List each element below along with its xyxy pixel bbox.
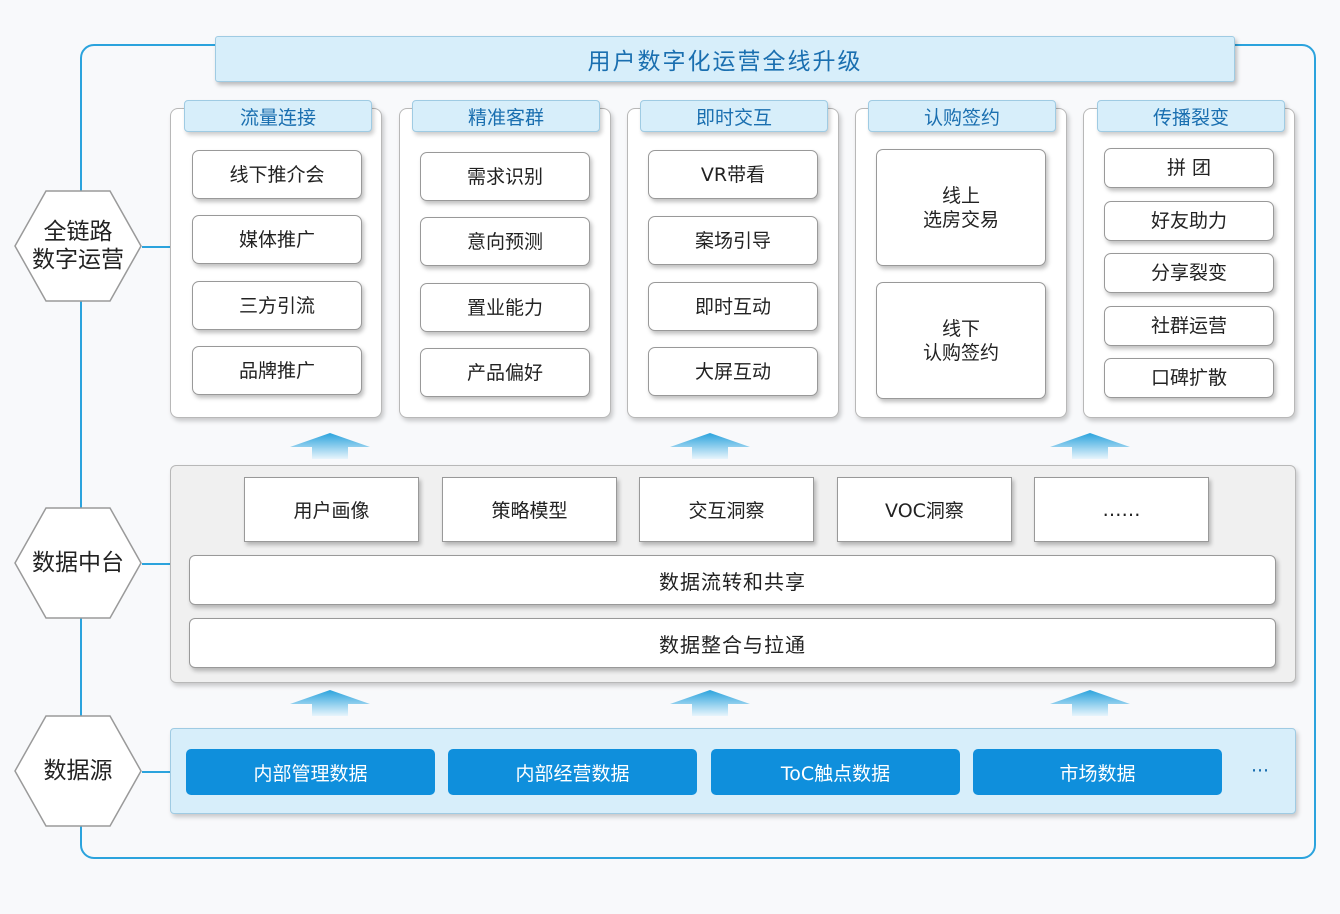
more-sources-ellipsis: ···	[1250, 760, 1270, 782]
platform-module: VOC洞察	[837, 477, 1012, 542]
layer-hex-middle: 数据中台	[14, 507, 142, 619]
up-arrow-icon	[290, 433, 370, 459]
column-item: 媒体推广	[192, 215, 362, 264]
layer-hex-bottom: 数据源	[14, 715, 142, 827]
connector-middle	[142, 563, 172, 565]
column-item: 品牌推广	[192, 346, 362, 395]
platform-module: ……	[1034, 477, 1209, 542]
platform-bar: 数据整合与拉通	[189, 618, 1276, 668]
column-item: 置业能力	[420, 283, 590, 332]
source-item: 市场数据	[973, 749, 1222, 795]
column-item: 分享裂变	[1104, 253, 1274, 293]
connector-top	[142, 246, 172, 248]
column-item: 即时互动	[648, 282, 818, 331]
platform-module: 交互洞察	[639, 477, 814, 542]
platform-module: 用户画像	[244, 477, 419, 542]
column-title: 认购签约	[868, 100, 1056, 132]
hexagon-shape	[14, 715, 142, 827]
column-item: 口碑扩散	[1104, 358, 1274, 398]
source-item: ToC触点数据	[711, 749, 960, 795]
column-item: VR带看	[648, 150, 818, 199]
column-item: 社群运营	[1104, 306, 1274, 346]
column-item: 需求识别	[420, 152, 590, 201]
column-item: 案场引导	[648, 216, 818, 265]
column-title: 即时交互	[640, 100, 828, 132]
platform-module: 策略模型	[442, 477, 617, 542]
source-item: 内部管理数据	[186, 749, 435, 795]
hexagon-shape	[14, 190, 142, 302]
column-title: 流量连接	[184, 100, 372, 132]
column-item: 线上 选房交易	[876, 149, 1046, 266]
column-item: 线下 认购签约	[876, 282, 1046, 399]
source-item: 内部经营数据	[448, 749, 697, 795]
column-item: 意向预测	[420, 217, 590, 266]
up-arrow-icon	[670, 690, 750, 716]
layer-label-middle: 数据中台	[32, 550, 124, 576]
banner-title: 用户数字化运营全线升级	[215, 36, 1235, 82]
up-arrow-icon	[290, 690, 370, 716]
column-title: 传播裂变	[1097, 100, 1285, 132]
column-item: 线下推介会	[192, 150, 362, 199]
layer-label-bottom: 数据源	[43, 758, 113, 784]
up-arrow-icon	[1050, 433, 1130, 459]
layer-label-top: 全链路 数字运营	[32, 219, 124, 273]
column-item: 三方引流	[192, 281, 362, 330]
column-item: 好友助力	[1104, 201, 1274, 241]
platform-bar: 数据流转和共享	[189, 555, 1276, 605]
column-item: 拼 团	[1104, 148, 1274, 188]
column-item: 产品偏好	[420, 348, 590, 397]
up-arrow-icon	[670, 433, 750, 459]
hexagon-shape	[14, 507, 142, 619]
column-title: 精准客群	[412, 100, 600, 132]
connector-bottom	[142, 771, 172, 773]
column-item: 大屏互动	[648, 347, 818, 396]
up-arrow-icon	[1050, 690, 1130, 716]
layer-hex-top: 全链路 数字运营	[14, 190, 142, 302]
